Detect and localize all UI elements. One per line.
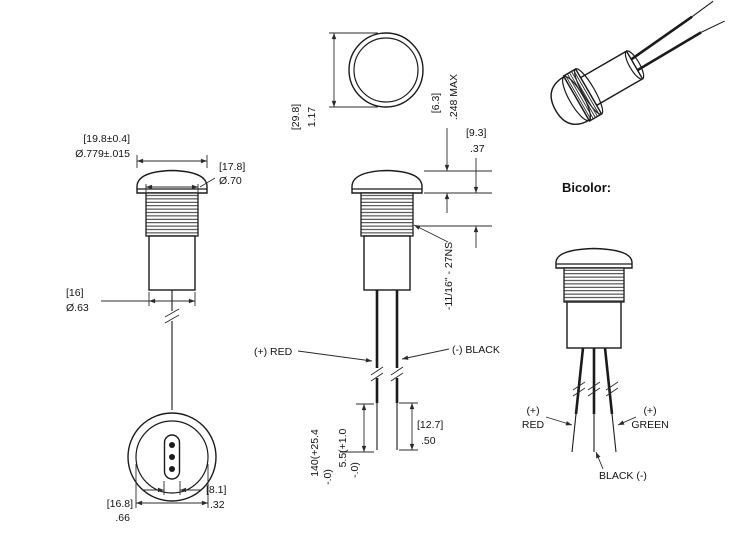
perspective-view — [550, 0, 725, 125]
dim-body-diameter: [16] Ø.63 — [66, 287, 196, 314]
dim-body-mm-text: [16] — [66, 287, 84, 299]
pin-3 — [169, 466, 175, 472]
body-end-rim-3d — [624, 50, 645, 80]
lens-inner-circle — [353, 37, 419, 103]
dim-cap-height: [6.3] .248 MAX — [424, 74, 492, 213]
positive-lead-text: (+) RED — [254, 346, 293, 358]
cap-outline — [555, 247, 633, 269]
dim-front-mm-text: [29.8] — [290, 104, 302, 130]
dim-front-in-text: 1.17 — [306, 107, 318, 128]
dim-base-in-text: .66 — [115, 512, 130, 524]
lead-wire-right — [390, 290, 404, 450]
dim-cap-in-text: Ø.779±.015 — [75, 148, 130, 160]
dim-strip-text-1: 5.5(+1.0 — [337, 428, 349, 467]
side-view: [19.8±0.4] Ø.779±.015 [17.8] Ø.70 [16] Ø… — [66, 133, 245, 410]
lead-wires-3d — [625, 0, 725, 75]
red-sign-text: (+) — [526, 405, 539, 417]
dim-bezel-mm-text: [17.8] — [219, 161, 245, 173]
lead-label-negative: (-) BLACK — [401, 344, 500, 360]
bicolor-view: Bicolor: (+) RED (+) — [522, 180, 669, 482]
thread-callout: -11/16" - 27NS — [413, 224, 455, 310]
dim-cap-height-mm-text: [6.3] — [430, 93, 442, 114]
dim-pin-in-text: .32 — [210, 499, 225, 511]
bicolor-label-black: BLACK (-) — [595, 451, 647, 482]
thread-section — [563, 267, 625, 303]
green-name-text: GREEN — [631, 419, 668, 431]
green-sign-text: (+) — [643, 405, 656, 417]
bicolor-title: Bicolor: — [562, 180, 611, 195]
dim-bezel-height: [9.3] .37 — [416, 127, 492, 248]
dim-front-diameter: [29.8] 1.17 — [290, 32, 378, 130]
negative-lead-text: (-) BLACK — [452, 344, 500, 356]
cap-outline — [136, 169, 208, 194]
bottom-pin-wire — [164, 290, 180, 410]
dim-base-diameter: [16.8] .66 — [107, 464, 209, 524]
dim-pin-mm-text: [8.1] — [206, 484, 227, 496]
bicolor-wire-right — [603, 347, 619, 453]
dim-wire-length-text-1: 140(+25.4 — [309, 429, 321, 477]
body-section — [566, 301, 622, 349]
dim-bezel-height-in-text: .37 — [470, 143, 485, 155]
black-lead-text: BLACK (-) — [599, 470, 647, 482]
dim-bare-length: [12.7] .50 — [399, 402, 443, 451]
red-name-text: RED — [522, 419, 545, 431]
body-section — [148, 235, 196, 291]
thread-spec-text: -11/16" - 27NS — [443, 242, 455, 310]
dim-base-mm-text: [16.8] — [107, 498, 133, 510]
inner-ring — [135, 420, 209, 494]
body-section — [363, 235, 411, 291]
dim-bare-mm-text: [12.7] — [417, 419, 443, 431]
dim-bezel-height-mm-text: [9.3] — [466, 127, 487, 139]
cap-rim-3d — [562, 75, 591, 122]
dim-cap-diameter: [19.8±0.4] Ø.779±.015 — [75, 133, 208, 168]
dim-bezel-diameter: [17.8] Ø.70 — [145, 161, 245, 192]
dim-body-in-text: Ø.63 — [66, 302, 89, 314]
dim-wire-length-text-2: -.0) — [322, 469, 334, 485]
dim-bare-in-text: .50 — [421, 435, 436, 447]
thread-section — [360, 192, 414, 237]
dim-pin-spacing: [8.1] .32 — [142, 481, 227, 511]
bottom-view: [16.8] .66 [8.1] .32 — [107, 412, 227, 524]
bicolor-wire-middle — [587, 348, 601, 452]
dim-strip-text-2: -.0) — [349, 462, 361, 478]
bicolor-wire-left — [571, 347, 586, 453]
bicolor-label-red: (+) RED — [522, 405, 573, 431]
front-view: [29.8] 1.17 [6.3] .248 MAX [9.3] .37 — [290, 32, 492, 248]
lead-wire-left — [370, 290, 384, 450]
thread-section — [145, 192, 199, 237]
lens-outer-circle — [348, 32, 424, 108]
wired-side-view: -11/16" - 27NS (+) RED (-) BLACK [12.7] … — [254, 169, 500, 485]
cap-outline — [351, 169, 423, 194]
bicolor-label-green: (+) GREEN — [617, 405, 669, 431]
pin-1 — [169, 442, 175, 448]
lead-label-positive: (+) RED — [254, 346, 373, 363]
dim-wire-length: 140(+25.4 -.0) 5.5(+1.0 -.0) — [309, 403, 374, 485]
dim-bezel-in-text: Ø.70 — [219, 175, 242, 187]
pin-2 — [169, 454, 175, 460]
dim-cap-mm-text: [19.8±0.4] — [83, 133, 130, 145]
knurl-rim-3d — [574, 68, 604, 115]
dim-cap-height-in-text: .248 MAX — [448, 74, 460, 120]
